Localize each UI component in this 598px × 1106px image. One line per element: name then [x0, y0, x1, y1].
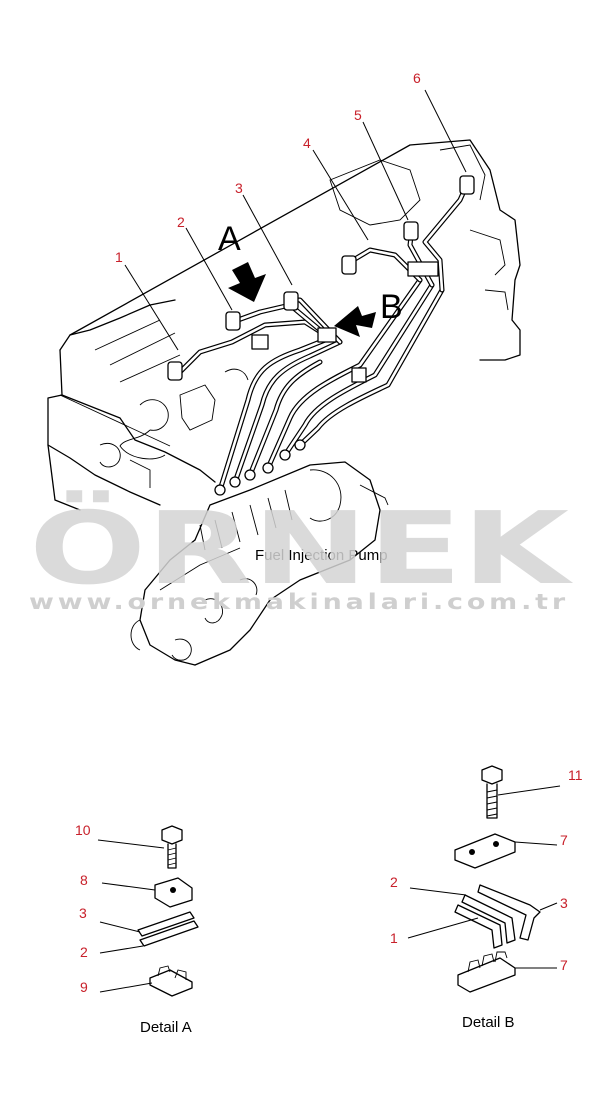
- detail-b: 11 7 2 3 1 7 Detail B: [390, 765, 583, 1031]
- clamp-a: [251, 334, 269, 350]
- pump-nut-3: [244, 469, 256, 481]
- detail-markers: A B: [218, 220, 403, 337]
- pump-label: Fuel Injection Pump: [255, 547, 388, 564]
- fuel-injection-pump: Fuel Injection Pump: [130, 461, 389, 666]
- detail-a-marker: A: [218, 220, 241, 258]
- injector-fitting-2: [225, 311, 241, 331]
- callout-b-7-lower: 7: [560, 957, 568, 973]
- clamp-7-upper: [454, 833, 516, 869]
- callout-a-10: 10: [75, 822, 91, 838]
- callout-main-6: 6: [413, 70, 421, 86]
- pipe-2-bend: [461, 894, 516, 944]
- detail-b-marker: B: [380, 288, 403, 326]
- callout-a-9: 9: [80, 979, 88, 995]
- callout-b-7-upper: 7: [560, 832, 568, 848]
- detail-a: 10 8 3 2 9 Detail A: [75, 822, 199, 1036]
- arrow-b-icon: [334, 306, 376, 337]
- pipe-3-bend: [477, 884, 541, 941]
- injector-fitting-1: [167, 361, 183, 381]
- detail-b-caption: Detail B: [462, 1014, 515, 1031]
- pipe-1-bend: [454, 904, 503, 949]
- injector-fitting-6: [459, 175, 475, 195]
- bolt-10-head: [161, 825, 183, 845]
- callout-main-1: 1: [115, 249, 123, 265]
- main-callouts: 1 2 3 4 5 6: [115, 70, 467, 351]
- pump-nut-6: [294, 439, 306, 451]
- callout-main-2: 2: [177, 214, 185, 230]
- callout-a-3: 3: [79, 905, 87, 921]
- injection-pipes: [177, 179, 471, 493]
- pipe-fittings: [167, 175, 475, 496]
- clamp-mid: [351, 367, 367, 383]
- clamp-b-lower: [407, 261, 439, 277]
- callout-b-3: 3: [560, 895, 568, 911]
- arrow-a-icon: [228, 262, 266, 302]
- pipe-3-segment: [137, 911, 195, 937]
- callout-main-4: 4: [303, 135, 311, 151]
- watermark-brand: ÖRNEK: [29, 490, 574, 607]
- callout-b-1: 1: [390, 930, 398, 946]
- pump-nut-4: [262, 462, 274, 474]
- callout-b-2: 2: [390, 874, 398, 890]
- bolt-11-head: [481, 765, 503, 785]
- callout-b-11: 11: [568, 767, 583, 783]
- pipe-2-segment: [139, 920, 199, 947]
- injector-fitting-4: [341, 255, 357, 275]
- watermark: ÖRNEK www.ornekmakinalari.com.tr: [29, 490, 574, 614]
- pump-nut-2: [229, 476, 241, 488]
- watermark-url: www.ornekmakinalari.com.tr: [29, 590, 569, 614]
- clamp-9: [149, 969, 193, 997]
- clamp-7-lower: [457, 957, 516, 993]
- callout-a-8: 8: [80, 872, 88, 888]
- callout-main-5: 5: [354, 107, 362, 123]
- callout-a-2: 2: [80, 944, 88, 960]
- callout-main-3: 3: [235, 180, 243, 196]
- pump-nut-5: [279, 449, 291, 461]
- injector-fitting-5: [403, 221, 419, 241]
- clamp-b-upper: [317, 327, 337, 343]
- engine-cylinder-head: [47, 139, 521, 511]
- injector-fitting-3: [283, 291, 299, 311]
- detail-a-caption: Detail A: [140, 1019, 192, 1036]
- pump-nut-1: [214, 484, 226, 496]
